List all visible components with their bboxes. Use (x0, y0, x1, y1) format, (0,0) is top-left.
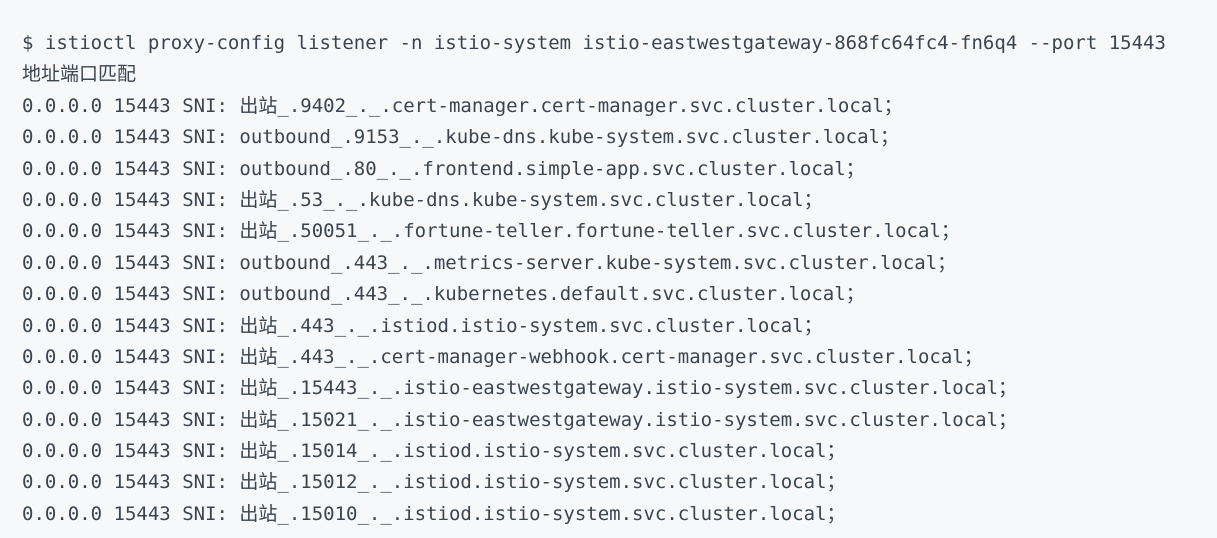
sni-value: 出站_.443_._.cert-manager-webhook.cert-man… (239, 345, 983, 368)
sni-label: SNI: (182, 314, 228, 337)
sni-label: SNI: (182, 251, 228, 274)
listener-port: 15443 (113, 283, 171, 306)
sni-label: SNI: (182, 126, 228, 149)
column-header: 地址端口匹配 (22, 63, 137, 86)
listener-port: 15443 (113, 157, 171, 180)
listener-address: 0.0.0.0 (22, 440, 103, 463)
sni-value: outbound_.9153_._.kube-dns.kube-system.s… (239, 126, 899, 149)
listener-address: 0.0.0.0 (22, 502, 103, 525)
sni-value: 出站_.443_._.istiod.istio-system.svc.clust… (239, 314, 823, 337)
sni-value: 出站_.9402_._.cert-manager.cert-manager.sv… (239, 94, 903, 117)
listener-address: 0.0.0.0 (22, 220, 103, 243)
listener-port: 15443 (113, 220, 171, 243)
listener-address: 0.0.0.0 (22, 471, 103, 494)
listener-port: 15443 (113, 94, 171, 117)
sni-label: SNI: (182, 157, 228, 180)
listener-address: 0.0.0.0 (22, 314, 103, 337)
listener-row: 0.0.0.0 15443 SNI: 出站_.15010_._.istiod.i… (22, 499, 1207, 530)
listener-port: 15443 (113, 251, 171, 274)
listener-address: 0.0.0.0 (22, 377, 103, 400)
sni-label: SNI: (182, 471, 228, 494)
listener-address: 0.0.0.0 (22, 408, 103, 431)
sni-value: outbound_.80_._.frontend.simple-app.svc.… (239, 157, 865, 180)
listener-row-list: 0.0.0.0 15443 SNI: 出站_.9402_._.cert-mana… (22, 91, 1207, 530)
sni-value: 出站_.53_._.kube-dns.kube-system.svc.clust… (239, 188, 823, 211)
listener-port: 15443 (113, 314, 171, 337)
sni-label: SNI: (182, 283, 228, 306)
sni-label: SNI: (182, 377, 228, 400)
listener-row: 0.0.0.0 15443 SNI: outbound_.443_._.metr… (22, 248, 1207, 279)
shell-prompt: $ (22, 32, 34, 54)
listener-address: 0.0.0.0 (22, 188, 103, 211)
listener-row: 0.0.0.0 15443 SNI: 出站_.443_._.cert-manag… (22, 342, 1207, 373)
sni-value: 出站_.15014_._.istiod.istio-system.svc.clu… (239, 440, 846, 463)
listener-row: 0.0.0.0 15443 SNI: 出站_.9402_._.cert-mana… (22, 91, 1207, 122)
listener-row: 0.0.0.0 15443 SNI: outbound_.80_._.front… (22, 154, 1207, 185)
sni-value: outbound_.443_._.metrics-server.kube-sys… (239, 251, 957, 274)
listener-port: 15443 (113, 345, 171, 368)
listener-address: 0.0.0.0 (22, 345, 103, 368)
sni-label: SNI: (182, 220, 228, 243)
listener-port: 15443 (113, 440, 171, 463)
listener-port: 15443 (113, 471, 171, 494)
listener-address: 0.0.0.0 (22, 157, 103, 180)
command-text: istioctl proxy-config listener -n istio-… (44, 32, 1166, 54)
listener-row: 0.0.0.0 15443 SNI: 出站_.15014_._.istiod.i… (22, 436, 1207, 467)
sni-value: 出站_.15012_._.istiod.istio-system.svc.clu… (239, 471, 846, 494)
sni-label: SNI: (182, 188, 228, 211)
listener-row: 0.0.0.0 15443 SNI: outbound_.443_._.kube… (22, 279, 1207, 310)
listener-row: 0.0.0.0 15443 SNI: 出站_.443_._.istiod.ist… (22, 311, 1207, 342)
listener-address: 0.0.0.0 (22, 126, 103, 149)
command-line: $ istioctl proxy-config listener -n isti… (22, 28, 1207, 59)
listener-address: 0.0.0.0 (22, 251, 103, 274)
listener-port: 15443 (113, 126, 171, 149)
listener-port: 15443 (113, 377, 171, 400)
listener-address: 0.0.0.0 (22, 94, 103, 117)
listener-port: 15443 (113, 188, 171, 211)
sni-label: SNI: (182, 502, 228, 525)
listener-row: 0.0.0.0 15443 SNI: 出站_.50051_._.fortune-… (22, 216, 1207, 247)
sni-value: 出站_.15010_._.istiod.istio-system.svc.clu… (239, 502, 846, 525)
listener-row: 0.0.0.0 15443 SNI: 出站_.15443_._.istio-ea… (22, 373, 1207, 404)
listener-port: 15443 (113, 408, 171, 431)
sni-label: SNI: (182, 440, 228, 463)
sni-value: 出站_.50051_._.fortune-teller.fortune-tell… (239, 220, 960, 243)
sni-value: 出站_.15443_._.istio-eastwestgateway.istio… (239, 377, 1018, 400)
listener-row: 0.0.0.0 15443 SNI: 出站_.15012_._.istiod.i… (22, 467, 1207, 498)
sni-label: SNI: (182, 94, 228, 117)
listener-row: 0.0.0.0 15443 SNI: outbound_.9153_._.kub… (22, 122, 1207, 153)
sni-label: SNI: (182, 408, 228, 431)
listener-address: 0.0.0.0 (22, 283, 103, 306)
sni-value: 出站_.15021_._.istio-eastwestgateway.istio… (239, 408, 1018, 431)
listener-row: 0.0.0.0 15443 SNI: 出站_.15021_._.istio-ea… (22, 405, 1207, 436)
sni-value: outbound_.443_._.kubernetes.default.svc.… (239, 283, 865, 306)
listener-row: 0.0.0.0 15443 SNI: 出站_.53_._.kube-dns.ku… (22, 185, 1207, 216)
sni-label: SNI: (182, 345, 228, 368)
listener-port: 15443 (113, 502, 171, 525)
